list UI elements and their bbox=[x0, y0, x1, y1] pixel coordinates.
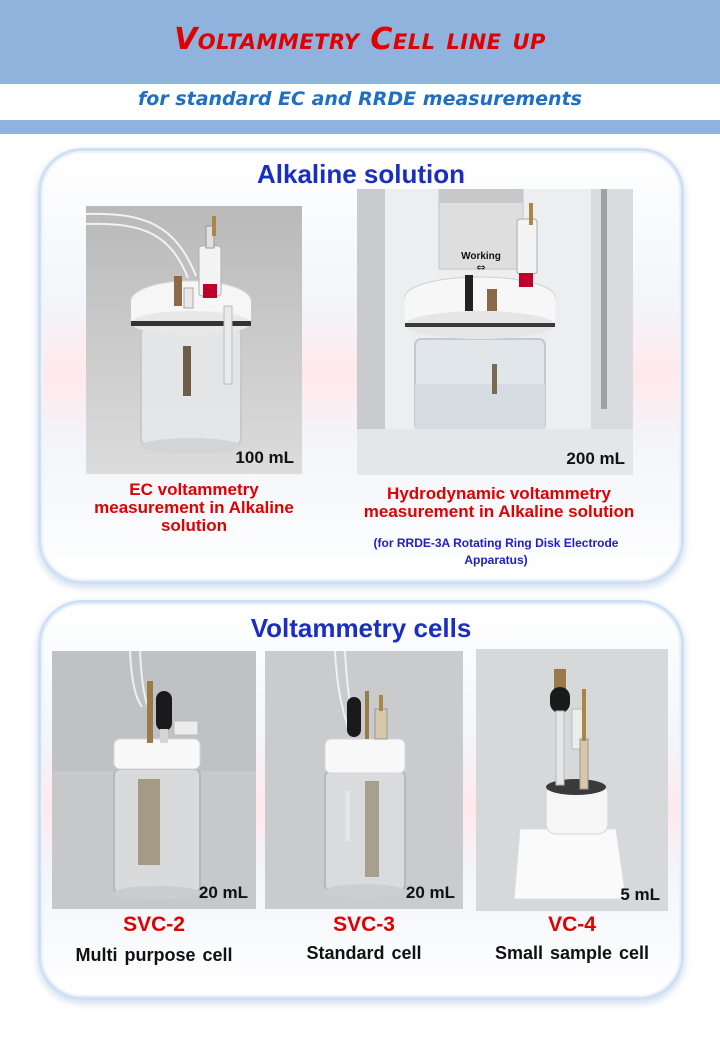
volume-label: 100 mL bbox=[235, 448, 294, 467]
subtitle-band bbox=[0, 84, 720, 120]
rrde-note: (for RRDE-3A Rotating Ring Disk Electrod… bbox=[373, 536, 619, 567]
vc4-photo: 5 mL bbox=[476, 649, 668, 911]
photo-working-label: Working bbox=[461, 251, 501, 262]
svc3-photo: 20 mL bbox=[265, 651, 463, 909]
volume-label: 20 mL bbox=[198, 883, 248, 902]
svc2-photo: 20 mL bbox=[52, 651, 256, 909]
vc4-model: VC-4 bbox=[548, 913, 596, 936]
svc3-description: Standard cell bbox=[306, 943, 422, 963]
rrde-cell-photo: Working ⇔ 200 mL bbox=[357, 189, 633, 475]
vc4-description: Small sample cell bbox=[494, 943, 650, 963]
volume-label: 20 mL bbox=[405, 883, 455, 902]
page-title: Voltammetry Cell line up bbox=[174, 22, 546, 57]
alkaline-panel: Alkaline solution bbox=[38, 148, 684, 584]
title-band bbox=[0, 0, 720, 84]
svc2-model: SVC-2 bbox=[123, 913, 185, 936]
svc3-model: SVC-3 bbox=[333, 913, 395, 936]
svc2-description: Multi purpose cell bbox=[75, 945, 233, 965]
header-bottom-band bbox=[0, 120, 720, 134]
volume-label: 5 mL bbox=[620, 885, 660, 904]
ec-cell-photo: 100 mL bbox=[86, 206, 302, 474]
page-subtitle: for standard EC and RRDE measurements bbox=[138, 88, 582, 110]
svg-text:⇔: ⇔ bbox=[476, 261, 485, 274]
ec-caption: EC voltammetry measurement in Alkaline s… bbox=[94, 480, 294, 535]
rrde-caption: Hydrodynamic voltammetry measurement in … bbox=[363, 484, 635, 521]
alkaline-heading: Alkaline solution bbox=[256, 159, 466, 189]
volume-label: 200 mL bbox=[566, 449, 625, 468]
cells-heading: Voltammetry cells bbox=[250, 613, 472, 643]
cells-panel: Voltammetry cells 20 mL bbox=[38, 600, 684, 1000]
